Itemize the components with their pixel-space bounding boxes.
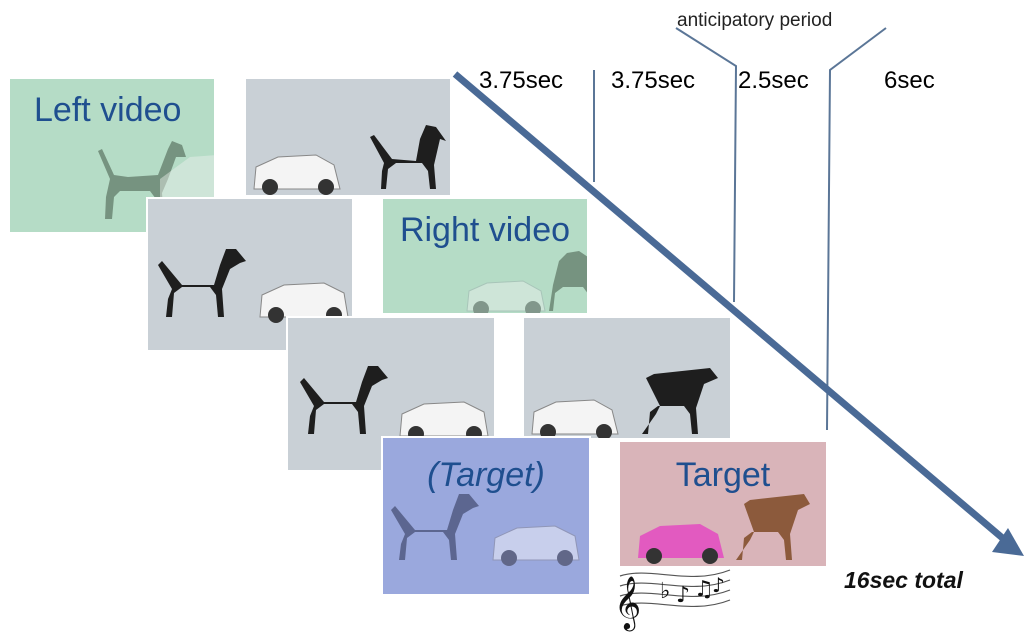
colored-car-dog-scene — [638, 494, 810, 564]
target-italic-panel: (Target) — [381, 436, 591, 596]
timing-label-4: 6sec — [884, 67, 935, 94]
car-icon — [531, 399, 619, 438]
music-notes-icon: 𝄞 ♭ ♪ ♫ ♪ — [614, 569, 731, 631]
dog-icon — [642, 368, 718, 434]
anticipatory-period-label: anticipatory period — [677, 10, 833, 31]
svg-text:𝄞: 𝄞 — [614, 575, 641, 631]
faded-dog-car-scene — [391, 494, 580, 566]
timing-label-1: 3.75sec — [479, 67, 564, 94]
dog-icon — [370, 125, 446, 189]
svg-text:♭: ♭ — [660, 579, 670, 604]
car-icon — [466, 280, 546, 313]
dog-icon — [98, 141, 186, 219]
svg-text:♪: ♪ — [712, 573, 725, 597]
dog-icon — [300, 366, 388, 434]
left-video-panel: Left video — [8, 77, 216, 234]
dog-icon — [549, 251, 587, 311]
video-panel-row1-right — [244, 77, 452, 197]
target-panel: Target — [618, 440, 828, 568]
timeline-divider-3 — [826, 27, 887, 431]
timing-label-3: 2.5sec — [738, 67, 809, 94]
video-panel-row3-right — [522, 316, 732, 440]
total-duration-label: 16sec total — [844, 567, 963, 593]
car-dog-scene — [253, 125, 446, 195]
car-icon — [492, 525, 580, 566]
video-panel-row2-left — [146, 197, 354, 352]
dog-icon — [158, 249, 246, 317]
car-dog-scene — [531, 368, 718, 438]
timing-label-2: 3.75sec — [611, 67, 696, 94]
dog-icon — [391, 494, 479, 560]
dog-icon — [736, 494, 810, 560]
svg-text:♫: ♫ — [694, 577, 714, 602]
faded-car-dog-scene — [466, 251, 587, 313]
svg-text:♪: ♪ — [676, 583, 690, 608]
car-icon — [253, 154, 341, 195]
left-video-label: Left video — [34, 91, 182, 129]
right-video-panel: Right video — [381, 197, 589, 315]
